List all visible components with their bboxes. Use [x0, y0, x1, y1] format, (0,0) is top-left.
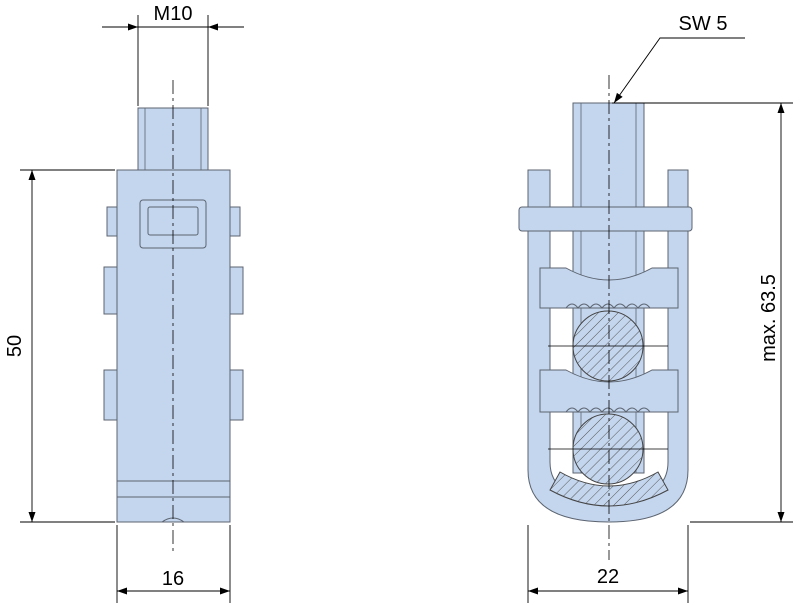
dimensions: [20, 15, 793, 603]
side-tab: [229, 266, 244, 315]
side-tab: [103, 266, 118, 315]
height-label: 50: [4, 335, 26, 357]
side-view: [518, 102, 693, 523]
side-tab: [229, 206, 241, 237]
side-tab: [103, 369, 118, 421]
pressure-piece: [539, 369, 679, 413]
side-width-label: 22: [597, 566, 619, 588]
side-tab: [106, 206, 118, 237]
wrench-size-label: SW 5: [679, 13, 728, 35]
max-height-label: max. 63.5: [758, 274, 780, 362]
thread-label: M10: [154, 3, 193, 25]
side-tab: [229, 369, 244, 421]
front-width-label: 16: [162, 568, 184, 590]
front-view: [103, 107, 244, 523]
crossbar: [518, 206, 693, 232]
